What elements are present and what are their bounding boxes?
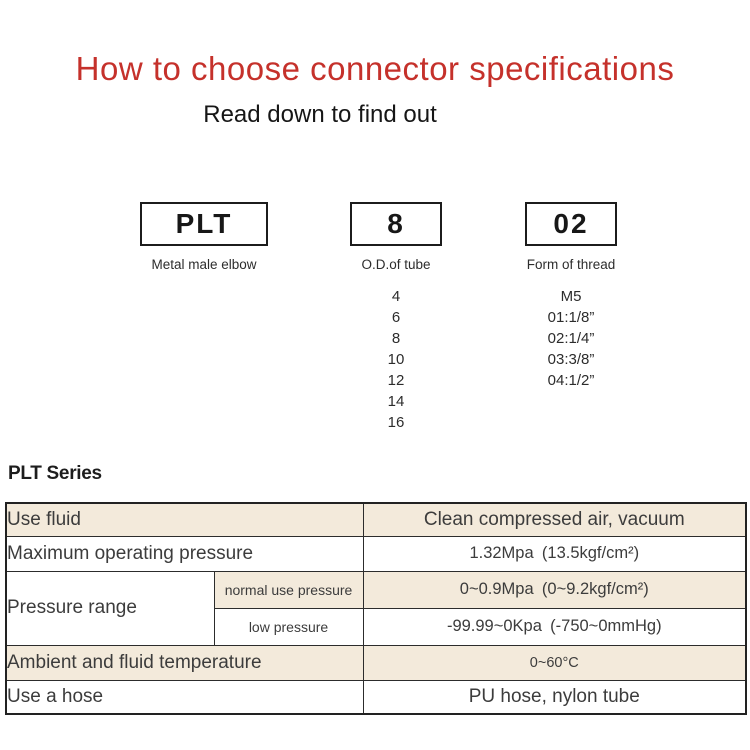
tube-size-option-list: 4 6 8 10 12 14 16 [326, 286, 466, 433]
caption-series: Metal male elbow [151, 257, 257, 272]
caption-thread-form: Form of thread [526, 257, 616, 272]
spec-value-hose: PU hose, nylon tube [362, 679, 747, 715]
tube-size-option: 4 [391, 288, 401, 305]
table-row: Pressure range normal use pressure 0~0.9… [5, 570, 747, 646]
code-box-series-text: PLT [175, 208, 233, 239]
page-subtitle: Read down to find out [203, 101, 437, 128]
code-box-thread-form: 02 [525, 202, 617, 246]
series-heading: PLT Series [8, 463, 102, 484]
spec-label-use-fluid: Use fluid [5, 502, 364, 537]
spec-label-hose: Use a hose [5, 679, 364, 715]
thread-form-option: 03:3/8” [547, 351, 595, 368]
thread-form-option: M5 [560, 288, 582, 305]
spec-value-low-pressure: -99.99~0Kpa (-750~0mmHg) [362, 607, 747, 646]
table-row: low pressure -99.99~0Kpa (-750~0mmHg) [6, 607, 747, 646]
thread-form-option-list: M5 01:1/8” 02:1/4” 03:3/8” 04:1/2” [501, 286, 641, 391]
code-box-series: PLT [140, 202, 268, 246]
table-row: Use a hose PU hose, nylon tube [5, 679, 747, 715]
spec-label-temperature: Ambient and fluid temperature [5, 644, 364, 681]
spec-sublabel-normal-pressure: normal use pressure [213, 570, 364, 609]
thread-form-option: 01:1/8” [547, 309, 595, 326]
table-row: Use fluid Clean compressed air, vacuum [5, 502, 747, 537]
thread-form-option: 04:1/2” [547, 372, 595, 389]
spec-table: Use fluid Clean compressed air, vacuum M… [5, 502, 748, 715]
tube-size-option: 14 [387, 393, 405, 410]
spec-value-use-fluid: Clean compressed air, vacuum [362, 502, 747, 537]
tube-size-option: 6 [391, 309, 401, 326]
tube-size-option: 8 [391, 330, 401, 347]
tube-size-option: 16 [387, 414, 405, 431]
spec-value-normal-pressure: 0~0.9Mpa (0~9.2kgf/cm²) [362, 570, 747, 609]
thread-form-option: 02:1/4” [547, 330, 595, 347]
caption-tube-size: O.D.of tube [361, 257, 431, 272]
tube-size-option: 12 [387, 372, 405, 389]
spec-label-max-pressure: Maximum operating pressure [5, 535, 364, 572]
code-box-tube-size: 8 [350, 202, 442, 246]
tube-size-option: 10 [387, 351, 405, 368]
spec-value-max-pressure: 1.32Mpa (13.5kgf/cm²) [362, 535, 747, 572]
spec-value-temperature: 0~60°C [362, 644, 747, 681]
spec-label-pressure-range: Pressure range [5, 570, 215, 646]
table-row: Ambient and fluid temperature 0~60°C [5, 644, 747, 681]
code-box-tube-size-text: 8 [387, 208, 405, 239]
table-row: Maximum operating pressure 1.32Mpa (13.5… [5, 535, 747, 572]
code-box-thread-form-text: 02 [553, 208, 589, 239]
spec-sublabel-low-pressure: low pressure [213, 607, 364, 646]
page-title: How to choose connector specifications [75, 50, 675, 87]
